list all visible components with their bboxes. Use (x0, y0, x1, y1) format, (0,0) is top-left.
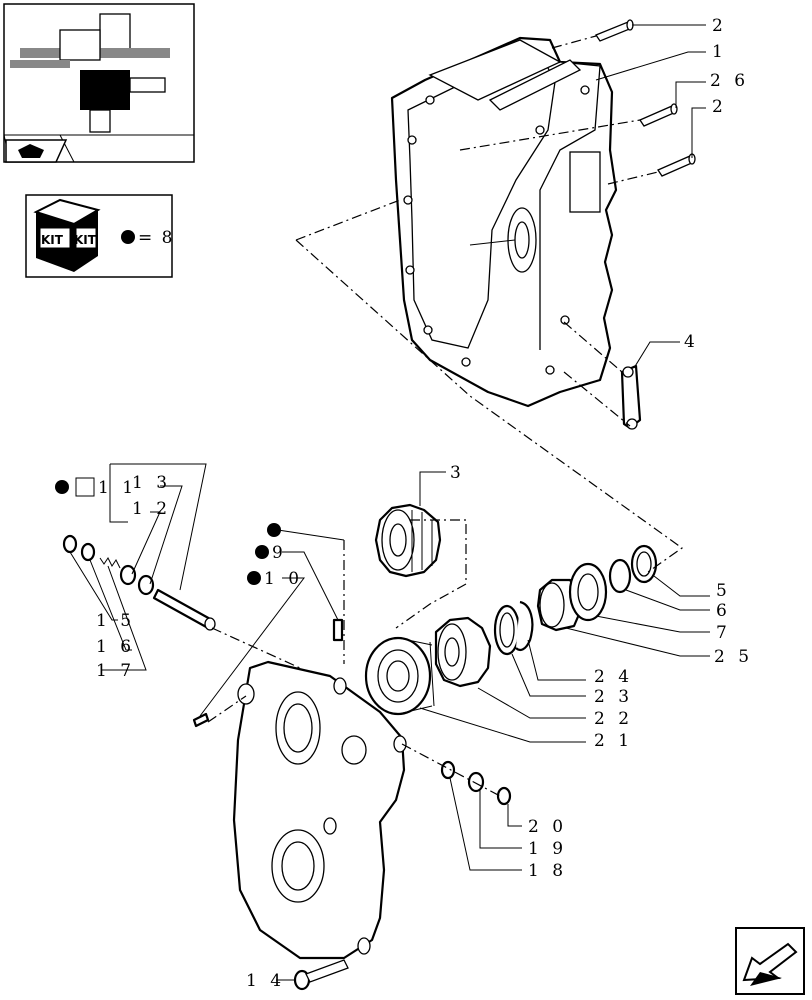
bullet-icon-8 (267, 523, 281, 537)
ball-16[interactable] (80, 542, 96, 562)
bullet-icon-11 (55, 480, 69, 494)
bolt-26[interactable] (639, 103, 678, 127)
label-13[interactable]: 1 3 (132, 473, 171, 493)
label-24[interactable]: 2 4 (594, 667, 633, 687)
rod-11[interactable] (152, 588, 216, 631)
label-22[interactable]: 2 2 (594, 709, 633, 729)
next-page-arrow-icon[interactable] (735, 927, 805, 995)
kit-legend-text: = 8 (138, 228, 174, 248)
spring-17[interactable] (99, 557, 121, 569)
circlip-24[interactable] (515, 600, 534, 651)
bolt-14[interactable] (293, 959, 349, 991)
label-3[interactable]: 3 (450, 463, 465, 483)
label-11[interactable]: 1 1 (98, 478, 137, 498)
ring-6[interactable] (608, 558, 632, 594)
label-10[interactable]: 1 0 (264, 569, 303, 589)
label-26[interactable]: 2 6 (710, 71, 749, 91)
bearing-7[interactable] (568, 562, 608, 622)
label-19[interactable]: 1 9 (528, 839, 567, 859)
upper-housing[interactable] (390, 36, 618, 408)
kit-square-11 (75, 477, 95, 497)
kit-box-icon: KIT KIT (33, 198, 101, 272)
label-23[interactable]: 2 3 (594, 687, 633, 707)
label-25[interactable]: 2 5 (714, 647, 753, 667)
ring-5[interactable] (630, 544, 658, 584)
label-14[interactable]: 1 4 (246, 971, 285, 991)
label-5[interactable]: 5 (716, 581, 731, 601)
kit-badge-a: KIT (41, 233, 64, 247)
label-18[interactable]: 1 8 (528, 861, 567, 881)
label-12[interactable]: 1 2 (132, 499, 171, 519)
label-1[interactable]: 1 (712, 42, 727, 62)
label-20[interactable]: 2 0 (528, 817, 567, 837)
label-2a[interactable]: 2 (712, 16, 727, 36)
pin-9[interactable] (332, 618, 344, 642)
gear-22[interactable] (434, 616, 492, 688)
label-16[interactable]: 1 6 (96, 637, 135, 657)
washer-15[interactable] (62, 534, 78, 554)
thumbnail-view[interactable] (3, 3, 195, 163)
label-4[interactable]: 4 (684, 332, 699, 352)
bullet-icon (121, 230, 135, 244)
label-9[interactable]: 9 (272, 543, 287, 563)
clip-20[interactable] (496, 786, 512, 806)
bearing-21[interactable] (364, 636, 435, 716)
bolt-2b[interactable] (657, 153, 696, 177)
bracket-4[interactable] (620, 364, 642, 430)
bullet-icon-10 (247, 571, 261, 585)
bolt-2a[interactable] (595, 19, 634, 42)
pin-10[interactable] (192, 712, 210, 728)
gear-3[interactable] (374, 503, 442, 578)
seal-12[interactable] (119, 564, 137, 586)
lower-cover[interactable] (232, 660, 407, 960)
plug-19[interactable] (467, 771, 485, 793)
label-17[interactable]: 1 7 (96, 661, 135, 681)
kit-legend: KIT KIT = 8 (25, 194, 174, 278)
ring-23[interactable] (493, 604, 521, 656)
ring-18[interactable] (440, 760, 456, 780)
kit-badge-b: KIT (74, 233, 97, 247)
label-7[interactable]: 7 (716, 623, 731, 643)
label-6[interactable]: 6 (716, 601, 731, 621)
label-2b[interactable]: 2 (712, 97, 727, 117)
label-15[interactable]: 1 5 (96, 611, 135, 631)
ring-13[interactable] (137, 574, 155, 596)
label-21[interactable]: 2 1 (594, 731, 633, 751)
bullet-icon-9 (255, 545, 269, 559)
nav-arrow-icon[interactable] (5, 139, 68, 163)
